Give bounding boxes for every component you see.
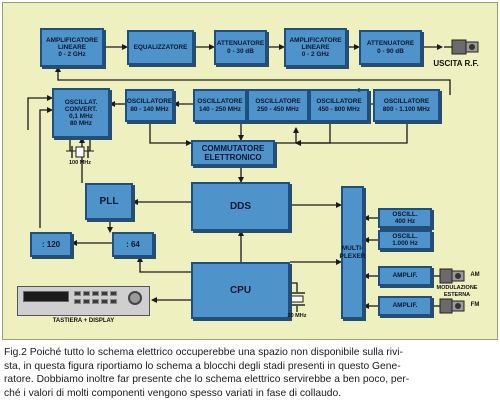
small-marker-label: 2 <box>357 88 361 94</box>
figure-caption: Fig.2 Poiché tutto lo schema elettrico o… <box>4 347 410 399</box>
modulazione-esterna-label: MODULAZIONE ESTERNA <box>436 285 478 298</box>
fm-input-connector-icon <box>439 298 465 314</box>
rf-output-connector-icon <box>451 39 479 55</box>
block-dds: DDS <box>191 182 290 231</box>
am-label: AM <box>470 272 480 278</box>
keypad-key <box>110 299 117 304</box>
keypad-key <box>101 291 108 296</box>
block-pll: PLL <box>85 183 133 220</box>
block-oscillatore-convertitore: OSCILLAT. CONVERT. 0,1 MHz 80 MHz <box>52 88 110 138</box>
keypad-key <box>101 299 108 304</box>
block-commutatore-elettronico: COMMUTATORE ELETTRONICO <box>191 140 275 166</box>
keypad-key <box>110 291 117 296</box>
block-amplificatore-1: AMPLIFICATORE LINEARE 0 - 2 GHz <box>40 28 104 67</box>
block-amplif-fm: AMPLIF. <box>378 296 432 316</box>
block-attenuatore-1: ATTENUATORE 0 - 30 dB <box>214 30 267 65</box>
block-attenuatore-2: ATTENUATORE 0 - 90 dB <box>359 30 422 65</box>
block-oscillatore-140-250: OSCILLATORE 140 - 250 MHz <box>193 89 247 122</box>
crystal-20mhz-label: 20 MHz <box>287 313 307 319</box>
block-cpu: CPU <box>191 262 290 319</box>
block-equalizzatore: EQUALIZZATORE <box>127 30 194 65</box>
block-amplif-am: AMPLIF. <box>378 266 432 286</box>
block-oscill-1000hz: OSCILL. 1.000 Hz <box>378 230 432 250</box>
keypad-key <box>83 299 90 304</box>
keypad-key <box>92 291 99 296</box>
am-input-connector-icon <box>439 268 465 284</box>
fm-label: FM <box>470 302 480 308</box>
tastiera-display-label: TASTIERA + DISPLAY <box>52 318 115 324</box>
block-divider-120: : 120 <box>30 232 72 257</box>
block-multiplexer: MULTI- PLEXER <box>340 186 366 319</box>
keypad-key <box>74 291 81 296</box>
keyboard-display-panel <box>17 286 150 316</box>
block-oscillatore-250-450: OSCILLATORE 250 - 450 MHz <box>247 89 309 122</box>
uscita-rf-label: USCITA R.F. <box>433 59 479 68</box>
block-oscillatore-80-140: OSCILLATORE 80 - 140 MHz <box>125 89 174 122</box>
block-oscillatore-450-800: OSCILLATORE 450 - 800 MHz <box>309 89 369 122</box>
keypad-key <box>83 291 90 296</box>
block-oscillatore-800-1100: OSCILLATORE 800 - 1.100 MHz <box>373 89 440 122</box>
tuning-knob-icon <box>128 291 142 305</box>
block-oscill-400hz: OSCILL. 400 Hz <box>378 208 432 228</box>
display-screen <box>23 291 69 302</box>
keypad-key <box>92 299 99 304</box>
block-divider-64: : 64 <box>112 232 154 257</box>
keypad-key <box>74 299 81 304</box>
block-amplificatore-2: AMPLIFICATORE LINEARE 0 - 2 GHz <box>284 28 347 67</box>
crystal-100mhz-label: 100 MHz <box>68 160 91 166</box>
